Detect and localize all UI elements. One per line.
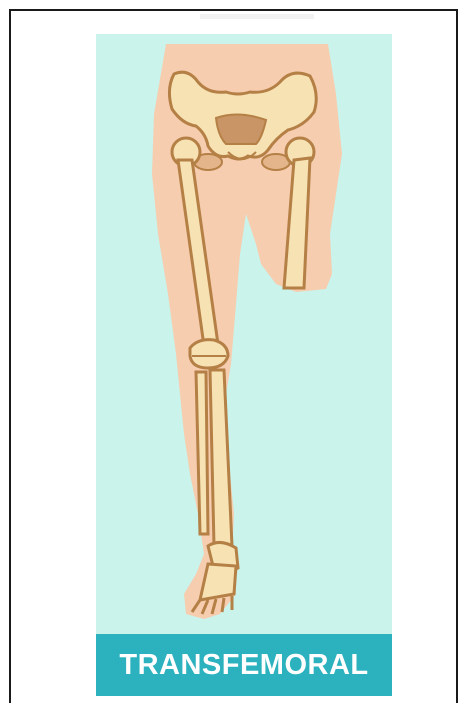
lower-leg-bones bbox=[196, 370, 232, 546]
amputation-type-label: TRANSFEMORAL bbox=[119, 649, 368, 682]
transfemoral-skeleton-icon bbox=[96, 34, 392, 634]
top-divider bbox=[200, 14, 314, 19]
amputation-type-banner: TRANSFEMORAL bbox=[96, 634, 392, 696]
